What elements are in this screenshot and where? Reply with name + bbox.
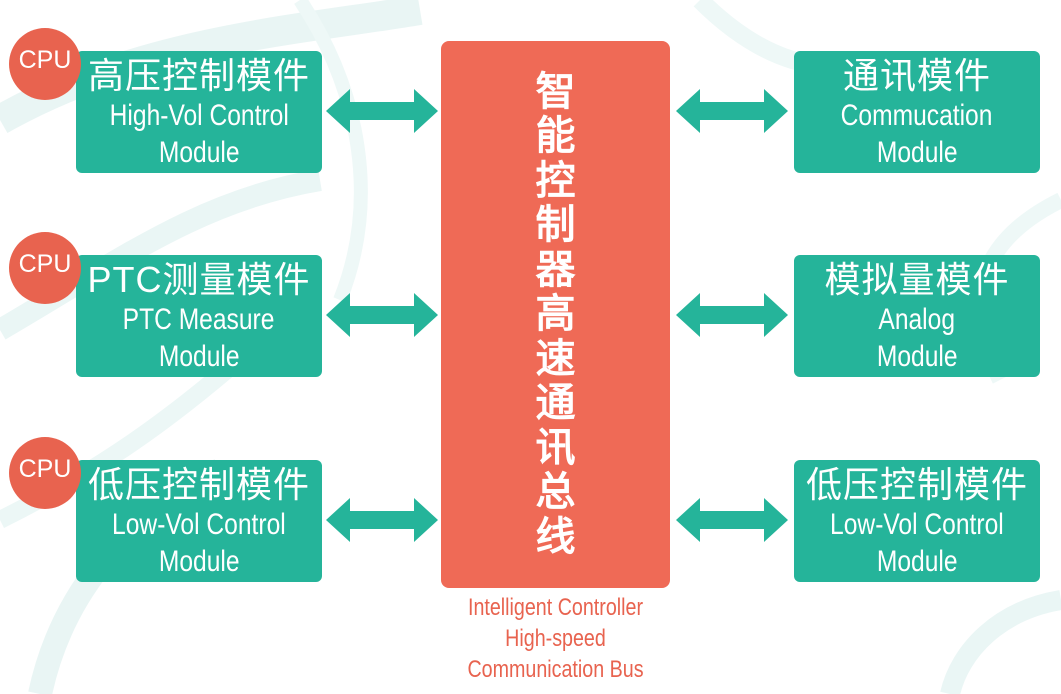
module-title-en-2: Module (158, 136, 240, 169)
double-arrow-icon (676, 89, 788, 133)
bus-title: 智能控制器高速通讯总线 (535, 69, 576, 559)
cpu-badge: CPU (9, 28, 81, 100)
double-arrow-icon (326, 293, 438, 337)
module-title-cn: 高压控制模件 (87, 55, 310, 96)
double-arrow-icon (676, 293, 788, 337)
module-title-en: Commucation (841, 99, 993, 132)
double-arrow-icon (326, 89, 438, 133)
module-title-cn: 低压控制模件 (87, 464, 310, 505)
cpu-badge: CPU (9, 232, 81, 304)
module-title-cn: 模拟量模件 (824, 259, 1010, 300)
module-title-en-2: Module (876, 340, 958, 373)
bus-caption-line-2: High-speed (505, 625, 606, 652)
module-title-cn: 低压控制模件 (805, 464, 1028, 505)
module-ptc-measure: PTC测量模件 PTC Measure Module (76, 255, 322, 377)
cpu-badge: CPU (9, 437, 81, 509)
module-title-en-2: Module (158, 340, 240, 373)
module-title-en-2: Module (876, 136, 958, 169)
module-title-cn: 通讯模件 (842, 55, 991, 96)
module-high-vol-control: 高压控制模件 High-Vol Control Module (76, 51, 322, 173)
module-title-en: High-Vol Control (109, 99, 289, 132)
communication-bus: 智能控制器高速通讯总线 (441, 41, 670, 588)
module-title-en: PTC Measure (123, 303, 275, 336)
module-title-en: Low-Vol Control (830, 508, 1004, 541)
module-low-vol-control-right: 低压控制模件 Low-Vol Control Module (794, 460, 1040, 582)
module-title-cn: PTC测量模件 (87, 259, 311, 300)
module-title-en: Analog (878, 303, 956, 336)
module-communication: 通讯模件 Commucation Module (794, 51, 1040, 173)
module-title-en-2: Module (876, 545, 958, 578)
bus-caption-line-3: Communication Bus (467, 656, 644, 683)
module-title-en: Low-Vol Control (112, 508, 286, 541)
double-arrow-icon (676, 498, 788, 542)
bus-caption-line-1: Intelligent Controller (467, 594, 644, 621)
module-low-vol-control-left: 低压控制模件 Low-Vol Control Module (76, 460, 322, 582)
module-analog: 模拟量模件 Analog Module (794, 255, 1040, 377)
double-arrow-icon (326, 498, 438, 542)
bus-caption: Intelligent Controller High-speed Commun… (441, 592, 670, 685)
module-title-en-2: Module (158, 545, 240, 578)
